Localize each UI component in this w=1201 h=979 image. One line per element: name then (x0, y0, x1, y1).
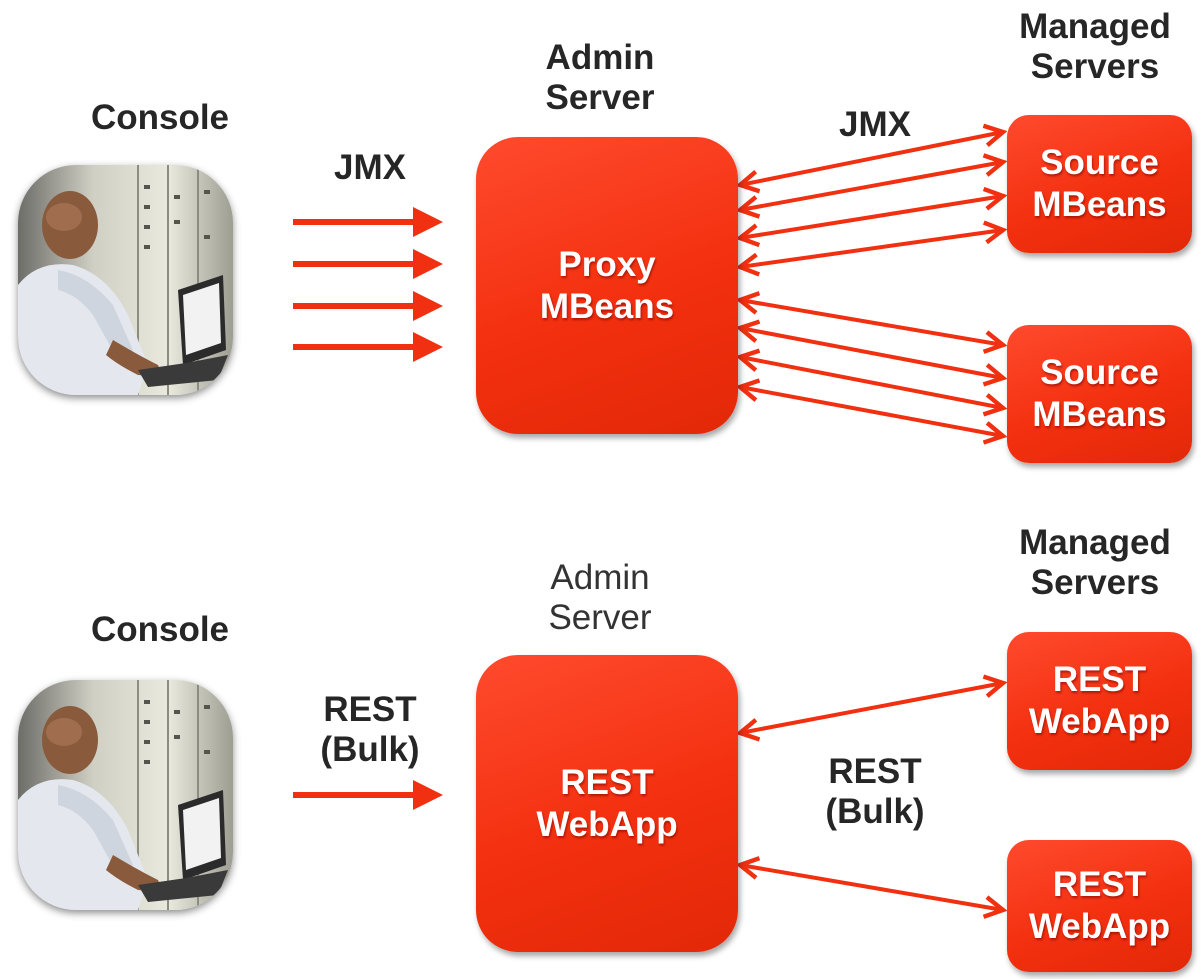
source-box1-line1: Source (1040, 143, 1159, 182)
rest-webapp-admin-box: REST WebApp (476, 655, 738, 952)
rest-box-line2: WebApp (536, 804, 678, 844)
bottom-right-protocol-label: REST (Bulk) (800, 752, 950, 833)
bottom-right-protocol-line1: REST (828, 752, 922, 791)
bidir-arrow-7 (740, 357, 1003, 408)
proxy-box-line2: MBeans (539, 286, 675, 326)
rest-webapp-managed-box-1: REST WebApp (1007, 632, 1192, 770)
bottom-admin-label-line2: Server (548, 598, 652, 638)
bottom-managed-label-line2: Servers (1030, 563, 1160, 603)
proxy-mbeans-box: Proxy MBeans (476, 137, 738, 434)
bottom-left-protocol-line1: REST (323, 690, 417, 729)
top-admin-managed-arrows (740, 132, 1003, 436)
top-managed-servers-label: Managed Servers (990, 7, 1200, 88)
source-mbeans-box-1: Source MBeans (1007, 115, 1192, 253)
bottom-right-protocol-line2: (Bulk) (825, 792, 925, 832)
top-admin-label-line2: Server (545, 78, 655, 118)
bottom-console-photo (18, 680, 233, 910)
top-right-protocol-label: JMX (839, 105, 911, 144)
bottom-left-protocol-line2: (Bulk) (320, 730, 420, 770)
rest-webapp-managed-box-2: REST WebApp (1007, 840, 1192, 972)
bidir-arrow-4 (740, 230, 1003, 267)
managed-box2-line1: REST (1052, 865, 1147, 904)
source-box2-line2: MBeans (1032, 395, 1167, 434)
top-left-protocol-label: JMX (334, 148, 406, 187)
top-admin-label-line1: Admin (545, 38, 655, 77)
top-console-label: Console (90, 98, 230, 137)
rest-box-line1: REST (560, 762, 654, 802)
top-console-jmx-arrows (293, 207, 443, 362)
person-at-server-rack-laptop-icon (18, 165, 233, 395)
bottom-admin-managed-arrows (740, 683, 1003, 910)
person-at-server-rack-laptop-icon (18, 680, 233, 910)
rest-bidir-arrow-1 (740, 683, 1003, 733)
bidir-arrow-6 (740, 328, 1003, 378)
bottom-admin-label-line1: Admin (550, 558, 650, 597)
bottom-admin-server-label: Admin Server (490, 558, 710, 639)
bidir-arrow-8 (740, 387, 1003, 436)
proxy-box-line1: Proxy (558, 244, 656, 284)
top-managed-label-line2: Servers (1030, 47, 1160, 87)
top-console-photo (18, 165, 233, 395)
source-box2-line1: Source (1040, 353, 1159, 392)
bottom-managed-servers-label: Managed Servers (990, 523, 1200, 604)
source-box1-line2: MBeans (1032, 185, 1167, 224)
managed-box1-line1: REST (1052, 660, 1147, 699)
managed-box2-line2: WebApp (1028, 907, 1171, 946)
bidir-arrow-5 (740, 300, 1003, 345)
top-admin-server-label: Admin Server (490, 38, 710, 119)
top-managed-label-line1: Managed (1019, 7, 1171, 46)
source-mbeans-box-2: Source MBeans (1007, 325, 1192, 463)
bottom-console-label: Console (90, 610, 230, 649)
managed-box1-line2: WebApp (1028, 702, 1171, 741)
bottom-left-protocol-label: REST (Bulk) (295, 690, 445, 771)
bottom-managed-label-line1: Managed (1019, 523, 1171, 562)
rest-bidir-arrow-2 (740, 865, 1003, 910)
